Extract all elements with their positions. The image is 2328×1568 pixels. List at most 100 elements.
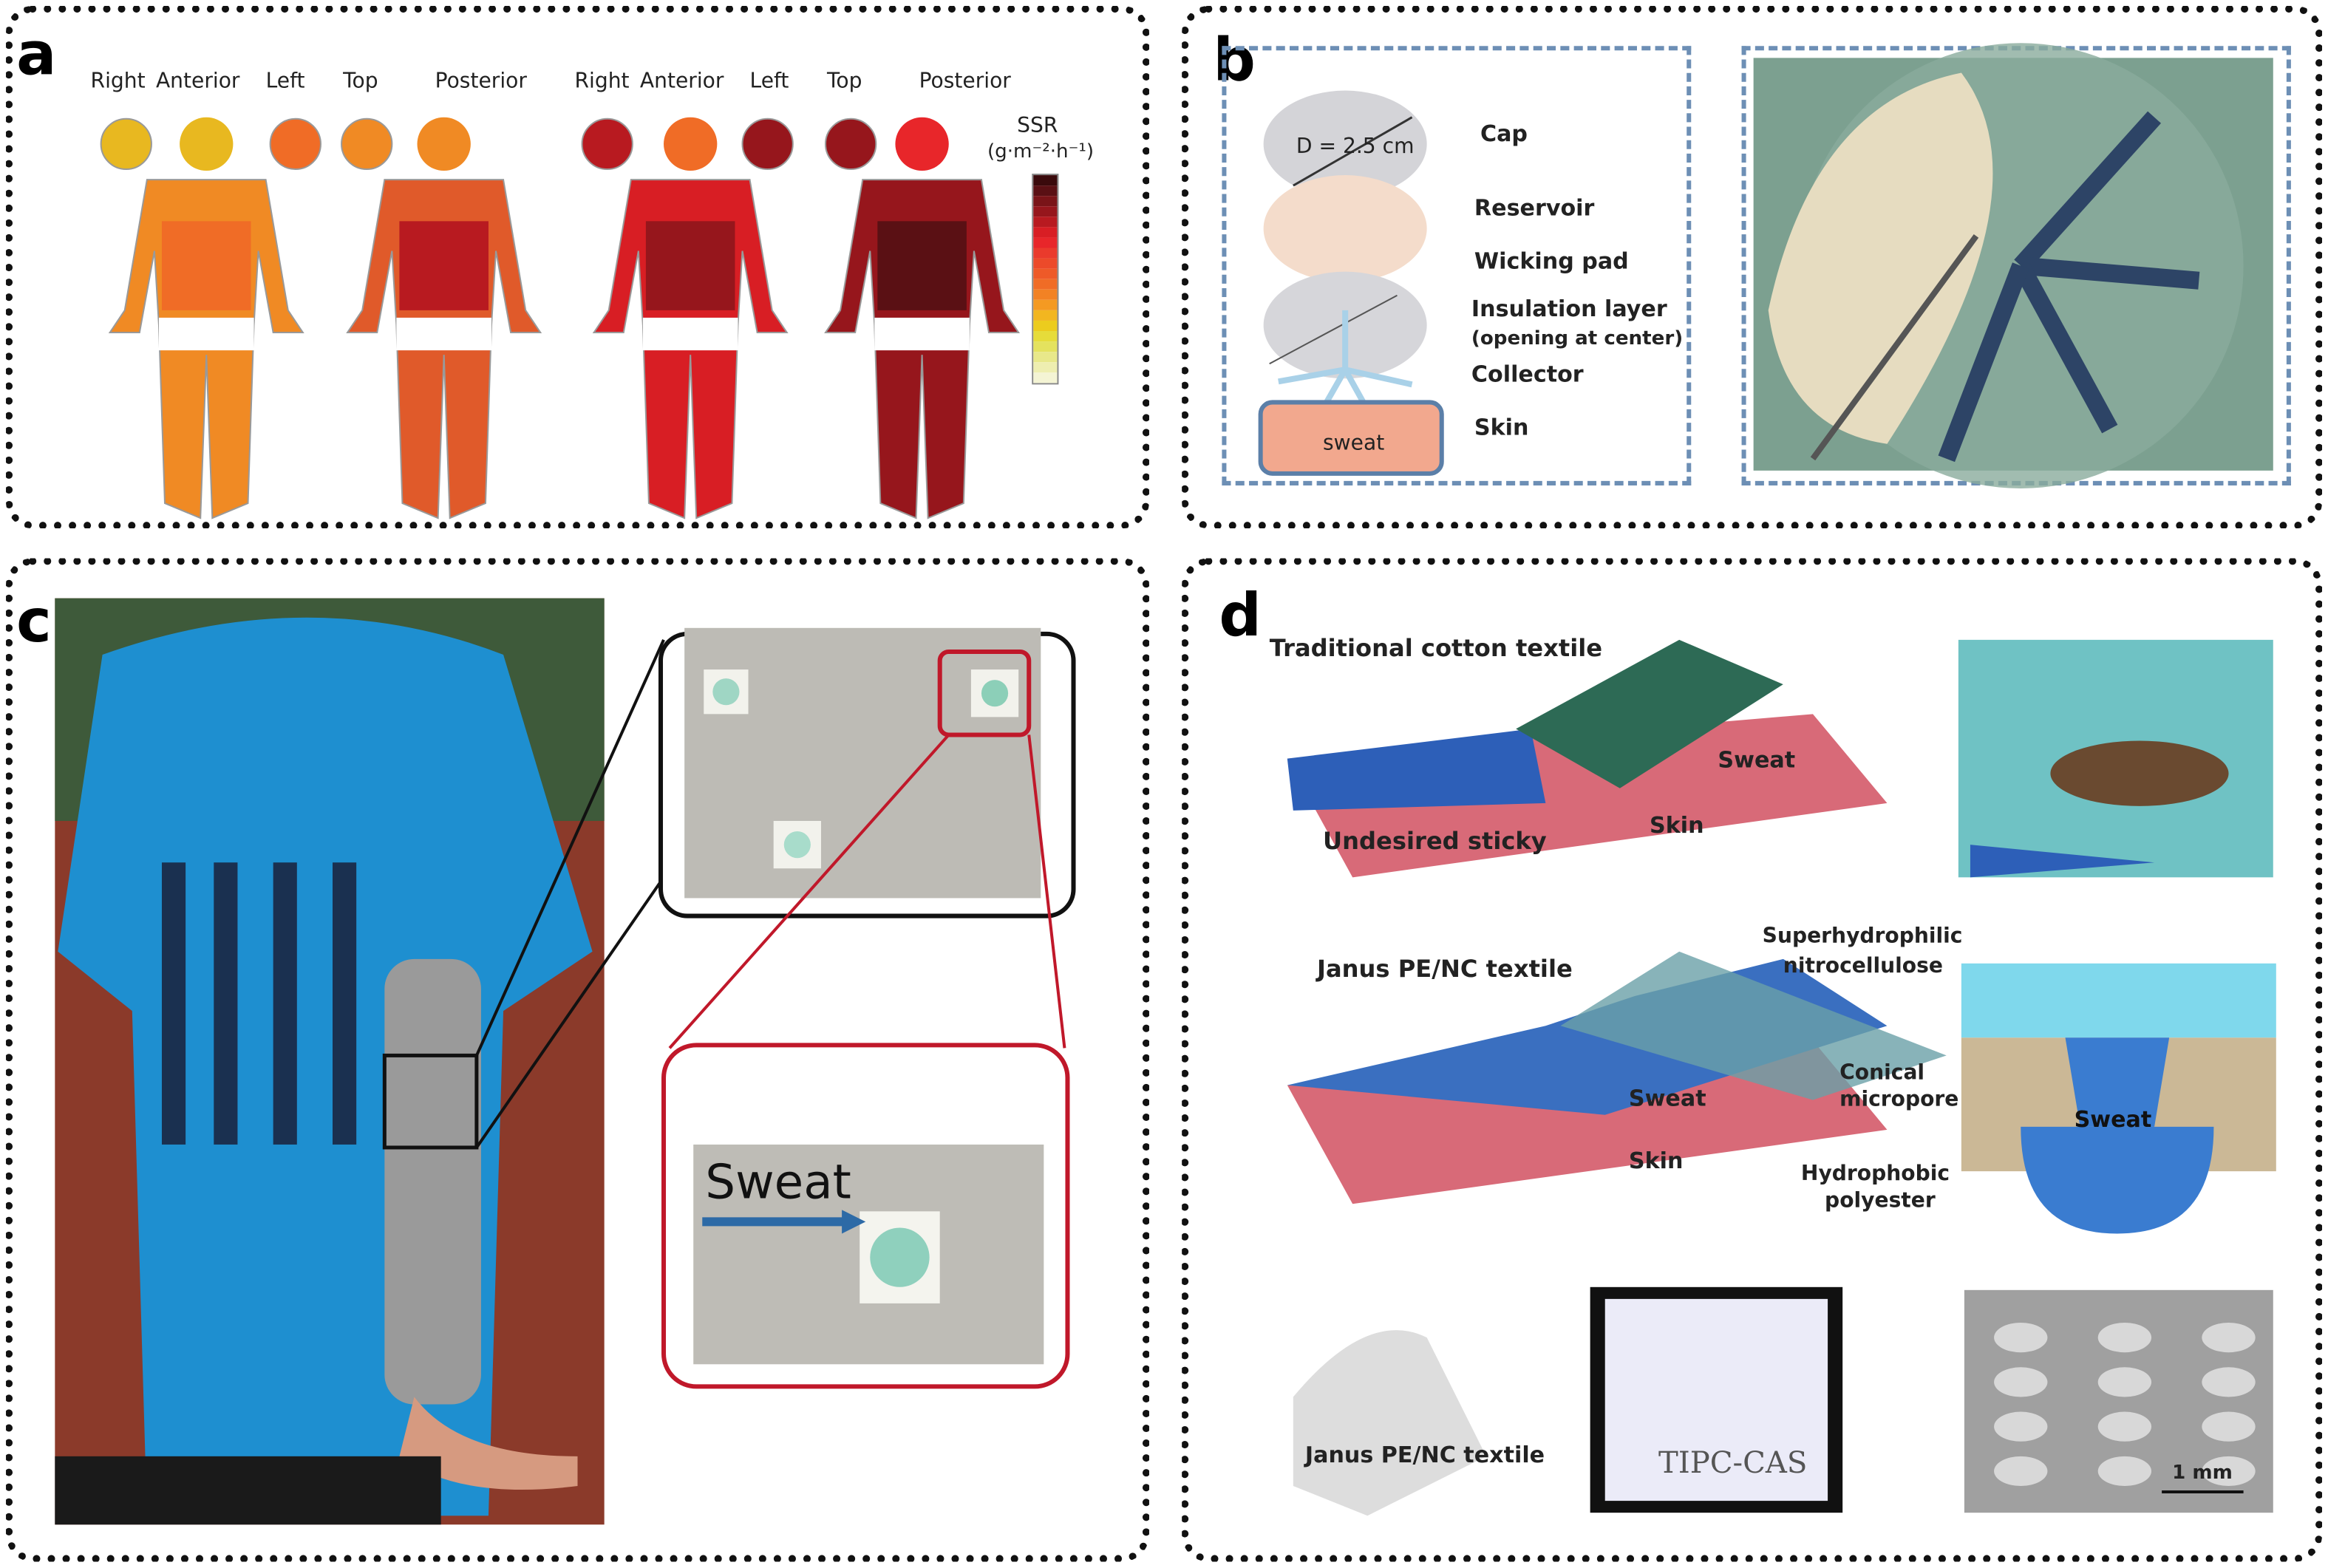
view-label: Anterior bbox=[155, 69, 240, 94]
hip-region bbox=[396, 317, 491, 351]
legend-swatch bbox=[1033, 362, 1058, 373]
legend-swatch bbox=[1033, 258, 1058, 269]
micropore-label: micropore bbox=[1839, 1088, 1959, 1112]
micropore bbox=[2202, 1323, 2256, 1353]
torso-region bbox=[399, 221, 489, 310]
layer-wicking-pad: Wicking pad bbox=[1474, 248, 1629, 275]
hip-region bbox=[874, 317, 970, 351]
layer-insulation: Insulation layer bbox=[1471, 295, 1667, 322]
hip-region bbox=[642, 317, 738, 351]
layer-insulation-note: (opening at center) bbox=[1471, 327, 1684, 351]
layer-cap: Cap bbox=[1480, 120, 1528, 147]
legend-swatch bbox=[1033, 248, 1058, 259]
dimension-label: D = 2.5 cm bbox=[1296, 134, 1415, 159]
view-label: Posterior bbox=[435, 69, 527, 94]
hydrophobic-label: Hydrophobic bbox=[1800, 1162, 1950, 1187]
conical-label: Conical bbox=[1839, 1061, 1925, 1085]
micropore bbox=[1994, 1411, 2048, 1442]
body-sweat-maps bbox=[100, 117, 1021, 519]
janus-sweat: Sweat bbox=[1628, 1085, 1706, 1112]
legend-swatch bbox=[1033, 341, 1058, 352]
arm-photo bbox=[55, 598, 1076, 1525]
view-label: Top bbox=[343, 69, 378, 94]
panel-d: d Traditional cotton textile Sweat Skin … bbox=[1182, 558, 2323, 1562]
fabric-label: TIPC-CAS bbox=[1658, 1444, 1808, 1480]
legend-swatch bbox=[1033, 310, 1058, 321]
micropore bbox=[1994, 1367, 2048, 1397]
ssr-color-legend bbox=[1032, 174, 1059, 385]
micropore bbox=[1994, 1456, 2048, 1487]
runner-label: Janus PE/NC textile bbox=[1304, 1441, 1545, 1468]
legend-unit: (g·m⁻²·h⁻¹) bbox=[987, 140, 1095, 163]
legend-title: SSR bbox=[1017, 114, 1058, 138]
panel-label-c: c bbox=[16, 587, 52, 656]
legend-swatch bbox=[1033, 299, 1058, 310]
pore-sweat-label: Sweat bbox=[2074, 1105, 2152, 1133]
micropore bbox=[2097, 1411, 2152, 1442]
micropore bbox=[2097, 1323, 2152, 1353]
panel-label-d: d bbox=[1219, 582, 1262, 650]
legend-swatch bbox=[1033, 185, 1058, 197]
micropore bbox=[2097, 1456, 2152, 1487]
panel-b: b D = 2.5 cm Cap Reservoir Wicking pad I… bbox=[1182, 6, 2323, 529]
micropore bbox=[1994, 1323, 2048, 1353]
legend-swatch bbox=[1033, 196, 1058, 207]
head-view bbox=[269, 117, 321, 171]
view-label: Right bbox=[90, 69, 146, 94]
torso-region bbox=[645, 221, 735, 310]
superhydrophilic-label: Superhydrophilic bbox=[1762, 924, 1963, 949]
legend-swatch bbox=[1033, 289, 1058, 300]
head-view bbox=[100, 117, 152, 171]
view-label: Left bbox=[265, 69, 305, 94]
micropore bbox=[2202, 1367, 2256, 1397]
traditional-sticky: Undesired sticky bbox=[1323, 827, 1547, 856]
torso-region bbox=[877, 221, 967, 310]
legend-swatch bbox=[1033, 227, 1058, 238]
legend-swatch bbox=[1033, 331, 1058, 342]
inset-sweat-label: Sweat bbox=[705, 1153, 851, 1210]
head bbox=[895, 117, 949, 171]
janus-title: Janus PE/NC textile bbox=[1316, 954, 1573, 983]
legend-swatch bbox=[1033, 175, 1058, 186]
legend-swatch bbox=[1033, 237, 1058, 248]
panel-label-b: b bbox=[1213, 27, 1256, 95]
legend-swatch bbox=[1033, 268, 1058, 279]
head-view bbox=[741, 117, 794, 171]
hip-region bbox=[158, 317, 254, 351]
traditional-skin: Skin bbox=[1649, 811, 1704, 839]
janus-skin: Skin bbox=[1628, 1147, 1684, 1175]
head-view bbox=[824, 117, 877, 171]
traditional-title: Traditional cotton textile bbox=[1269, 633, 1603, 663]
panel-label-a: a bbox=[16, 21, 57, 89]
layer-reservoir: Reservoir bbox=[1474, 194, 1595, 222]
patch-schematic bbox=[1258, 43, 2273, 488]
torso-region bbox=[161, 221, 251, 310]
head bbox=[664, 117, 718, 171]
legend-swatch bbox=[1033, 217, 1058, 228]
head bbox=[417, 117, 471, 171]
polyester-label: polyester bbox=[1825, 1189, 1936, 1213]
view-label: Right bbox=[574, 69, 630, 94]
legend-swatch bbox=[1033, 352, 1058, 363]
head-view bbox=[581, 117, 633, 171]
panel-a: a Right Anterior Left Top Posterior Right Ante… bbox=[6, 6, 1149, 529]
legend-swatch bbox=[1033, 372, 1058, 384]
micropore bbox=[2202, 1411, 2256, 1442]
micropore bbox=[2097, 1367, 2152, 1397]
view-label: Top bbox=[827, 69, 862, 94]
traditional-sweat: Sweat bbox=[1718, 746, 1796, 774]
legend-swatch bbox=[1033, 279, 1058, 290]
layer-skin: Skin bbox=[1474, 414, 1529, 441]
view-label: Posterior bbox=[919, 69, 1011, 94]
head-view bbox=[341, 117, 393, 171]
nitrocellulose-label: nitrocellulose bbox=[1783, 954, 1943, 978]
head bbox=[180, 117, 234, 171]
panel-c: c Sweat bbox=[6, 558, 1149, 1562]
schematic-frame bbox=[1222, 46, 1692, 485]
legend-swatch bbox=[1033, 320, 1058, 332]
micropore bbox=[2202, 1456, 2256, 1487]
janus-textile-diagram bbox=[1287, 639, 2276, 1516]
scale-bar-label: 1 mm bbox=[2172, 1462, 2233, 1485]
layer-collector: Collector bbox=[1471, 361, 1584, 388]
view-label: Anterior bbox=[639, 69, 724, 94]
